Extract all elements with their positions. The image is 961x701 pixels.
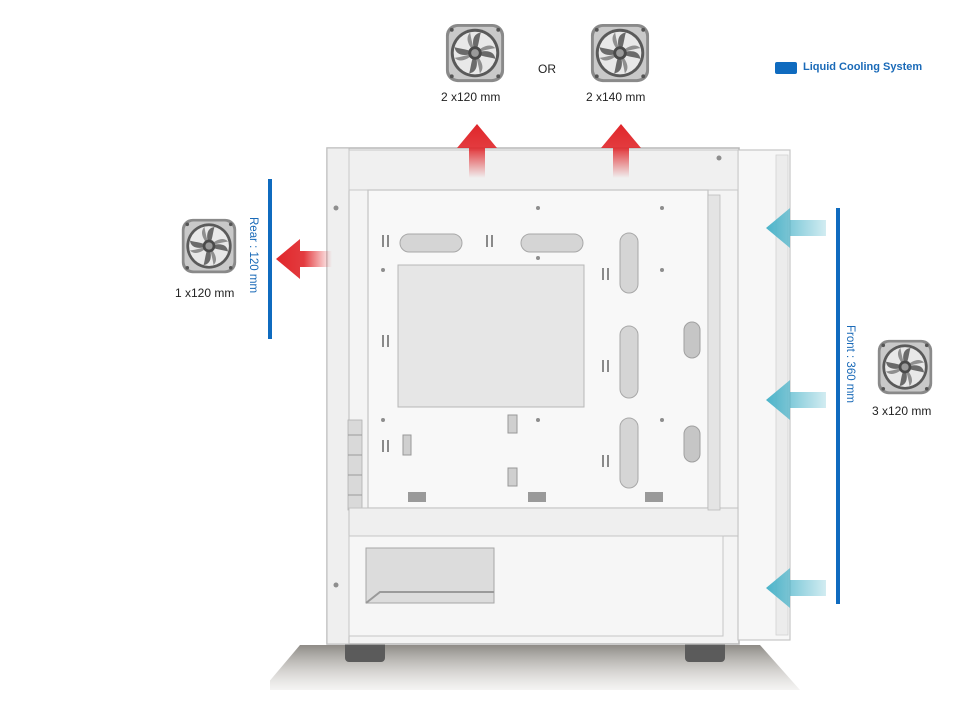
top-fan-120-icon	[444, 22, 506, 84]
rear-range-label: Rear : 120 mm	[247, 217, 259, 294]
top-exhaust-arrow-left	[457, 124, 497, 178]
pc-case-illustration	[270, 147, 800, 690]
top-fan-120-label: 2 x120 mm	[441, 90, 501, 104]
front-intake-arrow-3	[766, 568, 826, 608]
front-fan-icon	[876, 338, 934, 396]
top-fan-140-label: 2 x140 mm	[586, 90, 646, 104]
rear-fan-icon	[180, 217, 238, 275]
front-intake-arrow-2	[766, 380, 826, 420]
case-foot-right	[685, 640, 725, 662]
rear-exhaust-arrow	[276, 239, 332, 279]
rear-fan-label: 1 x120 mm	[175, 286, 235, 300]
top-or-label: OR	[538, 62, 556, 76]
front-radiator-bar	[836, 208, 840, 604]
front-fan-label: 3 x120 mm	[872, 404, 932, 418]
cpu-cutout	[397, 264, 585, 408]
front-range-label: Front : 360 mm	[844, 325, 856, 403]
rear-radiator-bar	[268, 179, 272, 339]
case-foot-left	[345, 640, 385, 662]
top-exhaust-arrow-right	[601, 124, 641, 178]
legend-label: Liquid Cooling System	[803, 61, 923, 73]
legend-swatch	[775, 62, 797, 74]
case-shadow	[270, 645, 800, 690]
front-intake-arrow-1	[766, 208, 826, 248]
top-fan-140-icon	[589, 22, 651, 84]
